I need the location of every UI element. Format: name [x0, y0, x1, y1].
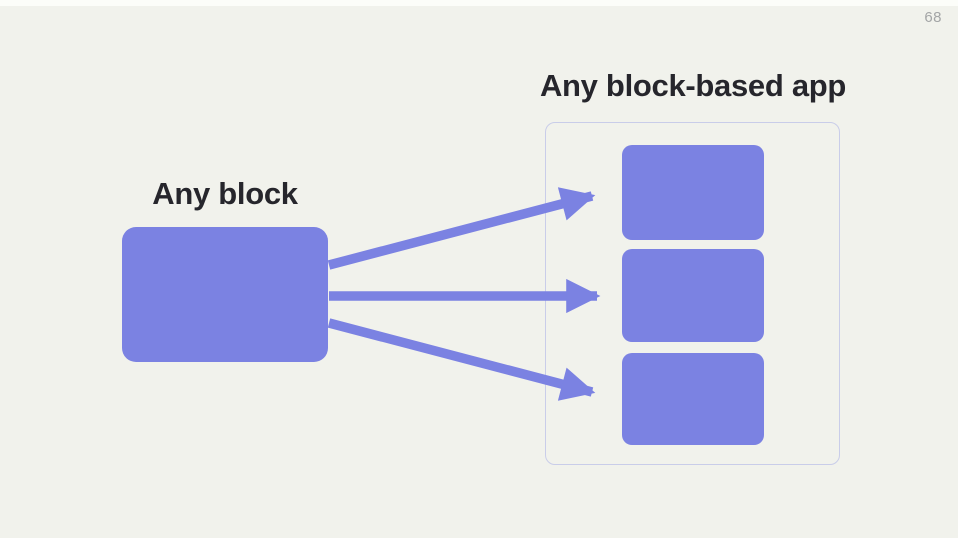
target-block-3 — [622, 353, 764, 445]
target-block-1 — [622, 145, 764, 240]
source-block-label: Any block — [152, 176, 298, 211]
source-block — [122, 227, 328, 362]
app-container — [545, 122, 840, 465]
target-app-title: Any block-based app — [539, 68, 847, 103]
target-block-2 — [622, 249, 764, 342]
window-edge — [0, 0, 958, 6]
page-number: 68 — [924, 9, 942, 26]
